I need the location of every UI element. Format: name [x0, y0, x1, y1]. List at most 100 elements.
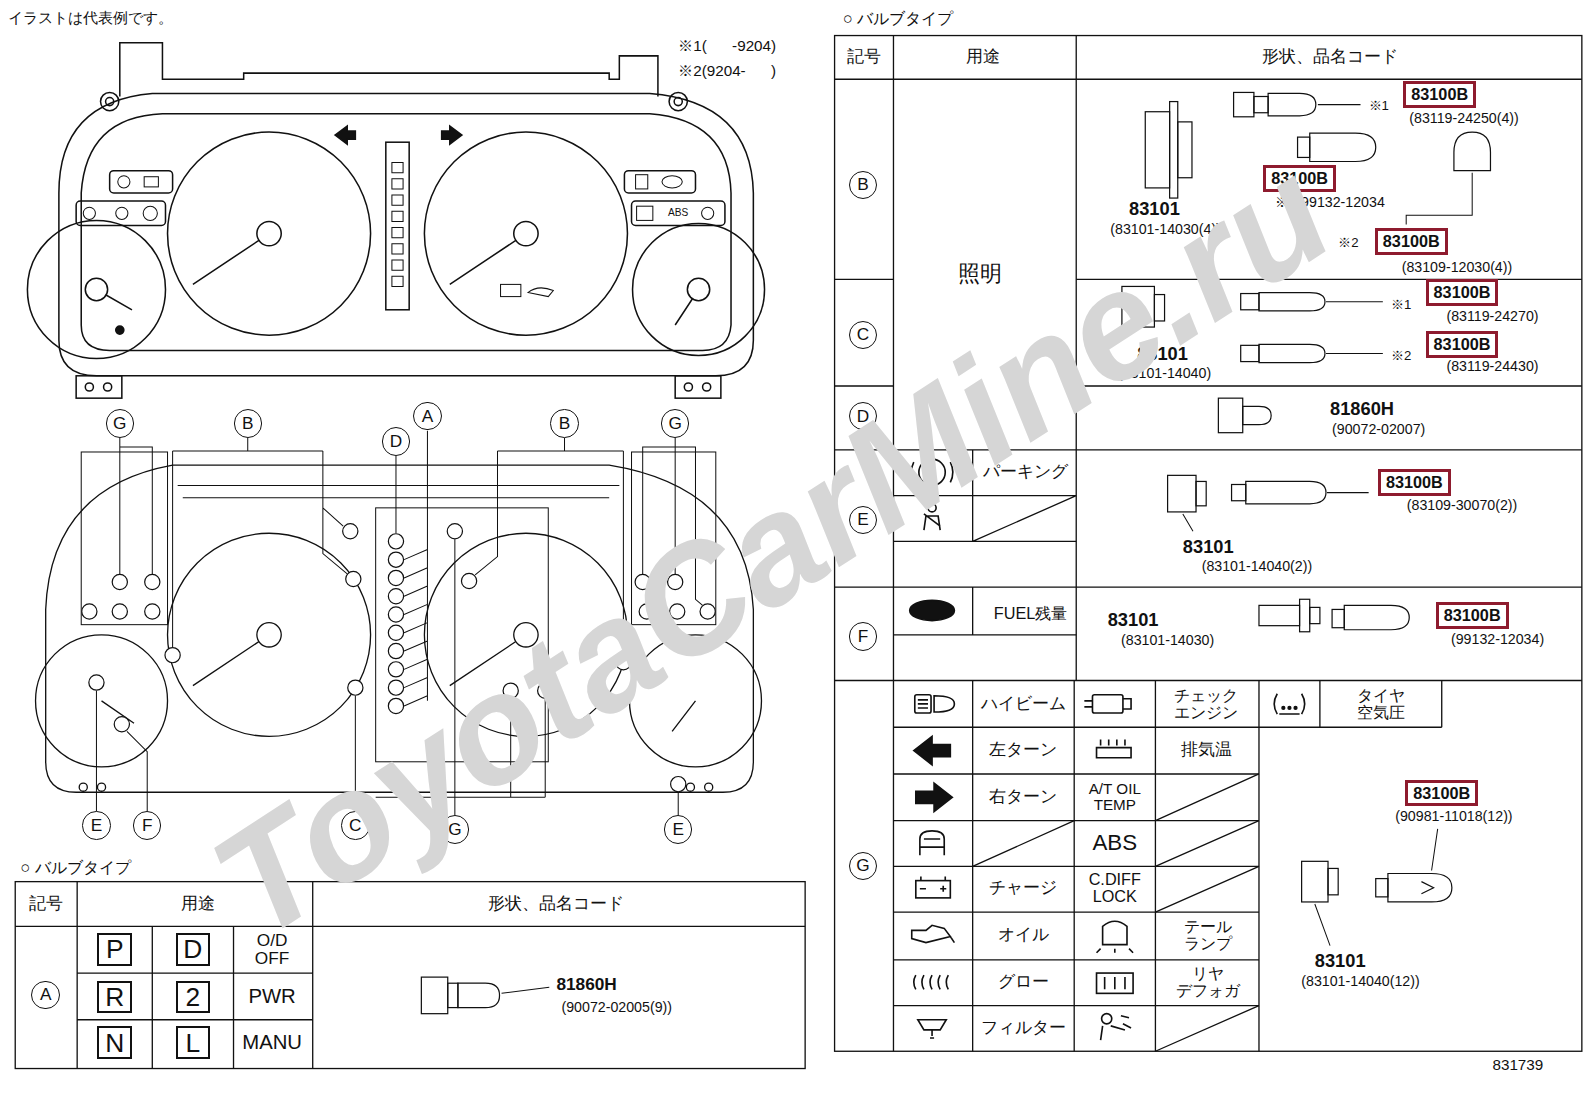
node-text: A — [40, 986, 52, 1003]
meter-rear — [178, 486, 620, 498]
warning-icon — [914, 975, 949, 989]
bulb-drawing — [1298, 137, 1310, 157]
table-cell: 左ターン — [989, 740, 1057, 760]
highlight-part-box: 83100B — [1403, 81, 1476, 108]
leader-line — [678, 792, 679, 815]
bulb-drawing — [1318, 104, 1361, 105]
leader-line — [120, 438, 152, 574]
node-text: D — [183, 936, 202, 962]
meter-front — [442, 126, 462, 144]
meter-front — [76, 201, 165, 225]
callout-circle: A — [413, 402, 441, 430]
bulb-position — [112, 574, 127, 589]
meter-rear — [705, 783, 713, 791]
gear-indicator-box: L — [176, 1026, 211, 1058]
leader-line — [173, 438, 348, 647]
callout-circle: G — [106, 409, 134, 437]
callout-circle: B — [550, 409, 578, 437]
part-number: 81860H — [556, 975, 616, 995]
bulb-drawing — [1310, 607, 1320, 623]
section-title: ○ バルブタイプ — [20, 858, 130, 877]
meter-front — [386, 142, 409, 310]
bulb-drawing — [1315, 829, 1438, 946]
part-code: (99132-12034) — [1451, 631, 1544, 647]
warning-icon — [1102, 1014, 1112, 1024]
warning-icon — [1092, 695, 1122, 713]
meter-front — [110, 171, 173, 193]
bulb-drawing — [1254, 96, 1268, 112]
bulb-position — [82, 604, 97, 619]
warning-icon — [1097, 921, 1134, 952]
table-grid — [893, 587, 1076, 635]
table-cell: PWR — [248, 985, 295, 1008]
warning-icon — [1097, 739, 1132, 757]
warning-icon — [1288, 707, 1291, 710]
highlight-part-box: 83100B — [1426, 331, 1499, 358]
bulb-position — [114, 717, 129, 732]
meter-front — [76, 376, 122, 398]
warning-icon — [1097, 973, 1134, 993]
note: ※1( -9204) — [678, 37, 776, 55]
meter-front — [116, 326, 124, 334]
bulb-position — [671, 777, 686, 792]
part-number: 83101 — [1183, 536, 1234, 557]
node-text: G — [668, 415, 681, 432]
warning-icon — [1294, 707, 1297, 710]
table-header: 記号 — [29, 894, 63, 914]
meter-front — [637, 206, 653, 220]
warning-icon — [912, 925, 955, 942]
meter-front — [118, 176, 130, 188]
gear-indicator-box: D — [176, 933, 211, 965]
meter-front — [144, 177, 158, 187]
node-text: E — [91, 817, 103, 834]
bulb-drawing — [1259, 605, 1300, 625]
meter-front — [514, 221, 538, 245]
bulb-drawing — [1421, 882, 1433, 894]
bulb-drawing — [1196, 481, 1206, 505]
node-text: L — [186, 1030, 201, 1056]
highlight-part-box: 83100B — [1426, 279, 1499, 306]
table-grid — [15, 36, 1582, 1069]
note-mark: ※2 — [1391, 348, 1411, 363]
node-text: A — [422, 408, 434, 425]
part-number: 83101 — [1315, 950, 1366, 971]
meter-front — [257, 221, 281, 245]
callout-circle: B — [849, 171, 877, 199]
part-number: 81860H — [1330, 398, 1394, 419]
leader-line — [404, 431, 427, 706]
bulb-drawing — [1168, 475, 1196, 512]
callout-circle: A — [31, 981, 59, 1009]
part-code: (90072-02007) — [1332, 421, 1425, 437]
bulb-drawing — [448, 983, 458, 1007]
bulb-position — [447, 524, 462, 539]
table-cell: 右ターン — [989, 787, 1057, 807]
bulb-drawing — [1344, 605, 1409, 629]
bulb-position — [145, 604, 160, 619]
meter-front — [143, 206, 157, 220]
warning-icon — [920, 831, 944, 855]
table-cell: ハイビーム — [981, 694, 1066, 714]
node-text: B — [559, 415, 571, 432]
bulb-drawing — [1332, 609, 1344, 627]
warning-icon — [1282, 707, 1285, 710]
warning-icon — [918, 1020, 946, 1038]
table-header: 形状、品名コード — [1262, 47, 1398, 67]
table-cell: FUEL残量 — [994, 604, 1068, 623]
node-text: R — [105, 984, 124, 1010]
warning-icon — [918, 696, 955, 712]
meter-rear — [79, 783, 87, 791]
callout-circle: G — [661, 409, 689, 437]
meter-front — [687, 278, 709, 300]
part-number: 83101 — [1108, 609, 1159, 630]
bulb-drawing — [1218, 398, 1242, 433]
meter-front — [81, 114, 731, 351]
note: イラストは代表例です。 — [8, 9, 173, 27]
warning-icon — [1274, 694, 1304, 714]
table-cell: タイヤ 空気圧 — [1345, 687, 1416, 721]
table-cell: MANU — [242, 1031, 302, 1054]
part-code: (83101-14030) — [1121, 632, 1214, 648]
meter-front — [424, 132, 627, 335]
node-text: D — [390, 433, 402, 450]
bulb-drawing — [421, 977, 447, 1014]
table-cell: テール ランプ — [1175, 918, 1242, 952]
